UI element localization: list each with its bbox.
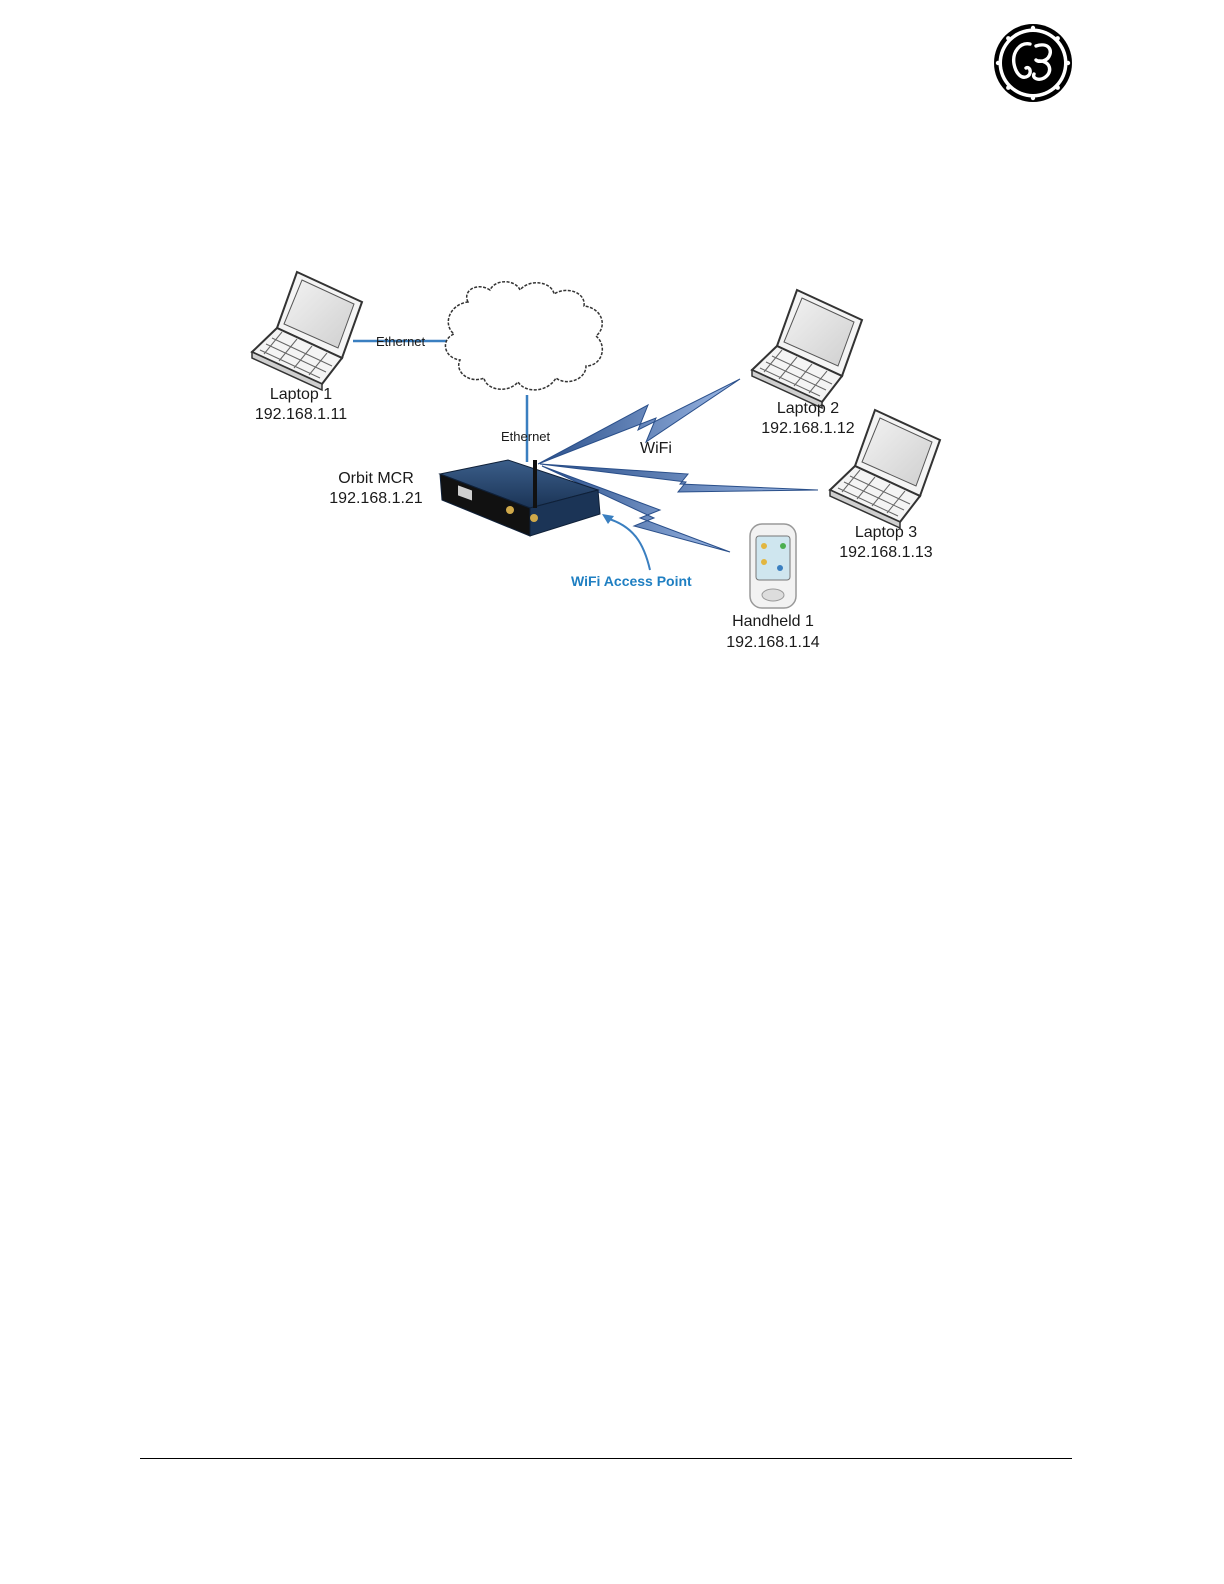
laptop1-ip: 192.168.1.11: [255, 406, 347, 423]
laptop2-ip: 192.168.1.12: [761, 420, 855, 437]
handheld1-name: Handheld 1: [732, 613, 814, 630]
footer-rule: [140, 1458, 1072, 1459]
network-diagram: Ethernet Ethernet WiFi WiFi Access Point…: [240, 262, 960, 662]
handheld-icon: [750, 524, 796, 608]
router-name: Orbit MCR: [338, 470, 414, 487]
cloud-icon: [445, 282, 602, 390]
laptop1-name: Laptop 1: [270, 386, 332, 403]
wifi-label: WiFi: [640, 440, 672, 457]
router-icon: [440, 460, 600, 536]
laptop-icon: [252, 272, 362, 390]
router-ip: 192.168.1.21: [329, 490, 423, 507]
ethernet-label-top: Ethernet: [376, 334, 426, 349]
laptop3-ip: 192.168.1.13: [839, 544, 933, 561]
laptop3-name: Laptop 3: [855, 524, 917, 541]
lightning-bolt-icon: [538, 379, 740, 464]
ge-logo-icon: [992, 22, 1074, 104]
laptop2-name: Laptop 2: [777, 400, 839, 417]
access-point-label: WiFi Access Point: [571, 573, 692, 589]
ethernet-label-mid: Ethernet: [501, 429, 551, 444]
handheld1-ip: 192.168.1.14: [726, 634, 820, 651]
laptop-icon: [752, 290, 862, 408]
